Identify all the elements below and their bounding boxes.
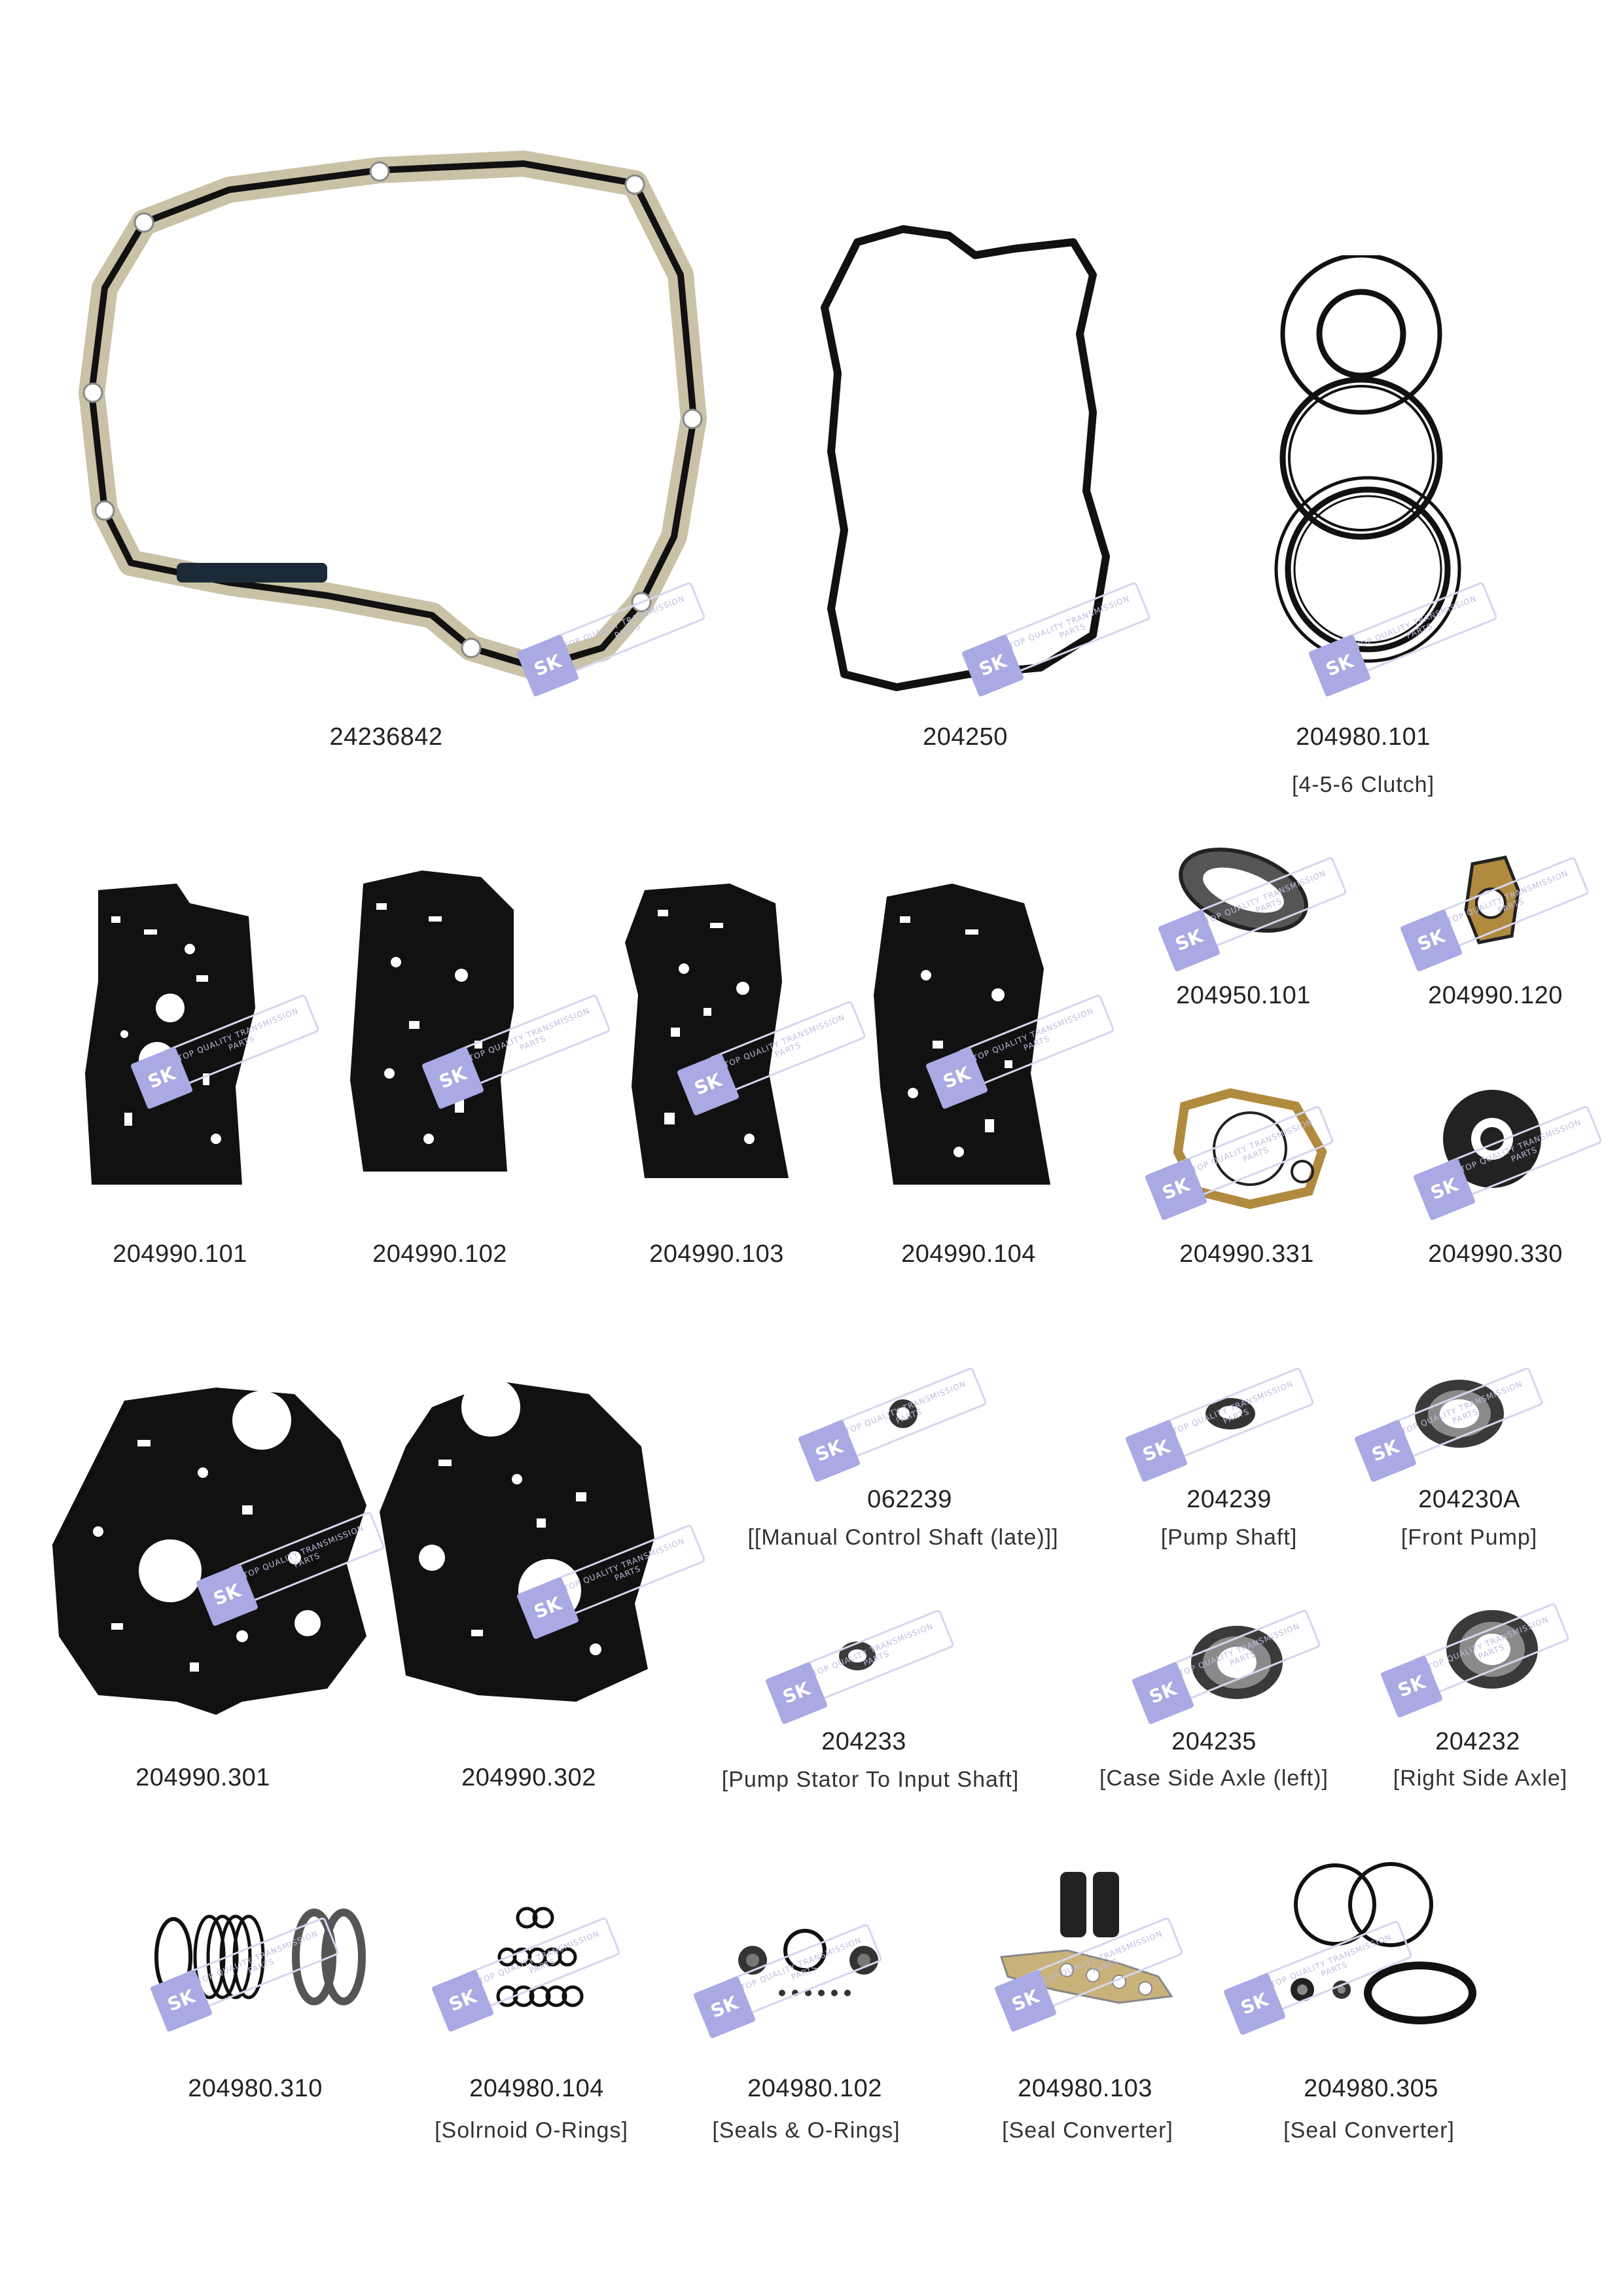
part-code: 062239 bbox=[867, 1486, 952, 1513]
part-code: 24236842 bbox=[329, 723, 443, 751]
axle-seal-image bbox=[1446, 1610, 1538, 1689]
part-code: 204990.330 bbox=[1428, 1240, 1563, 1268]
part-code: 204230A bbox=[1418, 1486, 1520, 1513]
part-code: 204990.104 bbox=[901, 1240, 1036, 1268]
part-code: 204980.310 bbox=[188, 2075, 323, 2102]
part-code: 204990.102 bbox=[372, 1240, 507, 1268]
part-code: 204250 bbox=[923, 723, 1008, 751]
seal-converter-image bbox=[1291, 1862, 1476, 2024]
part-description: [Front Pump] bbox=[1400, 1525, 1538, 1550]
separator-plate-image bbox=[350, 870, 514, 1172]
part-description: [Seals & O-Rings] bbox=[712, 2118, 901, 2143]
part-code: 204990.101 bbox=[113, 1240, 247, 1268]
valve-body-plate-image bbox=[52, 1388, 366, 1715]
clutch-rings-image bbox=[1274, 255, 1461, 663]
part-description: [Pump Shaft] bbox=[1160, 1525, 1298, 1550]
part-code: 204950.101 bbox=[1176, 982, 1311, 1009]
part-description: [Right Side Axle] bbox=[1393, 1766, 1568, 1791]
axle-seal-image bbox=[1191, 1626, 1283, 1699]
part-code: 204235 bbox=[1171, 1728, 1257, 1755]
part-code: 204980.102 bbox=[747, 2075, 882, 2102]
pump-plate-image bbox=[1443, 1090, 1541, 1188]
part-description: [Pump Stator To Input Shaft] bbox=[721, 1767, 1020, 1792]
small-seal-image bbox=[839, 1641, 876, 1670]
small-seal-image bbox=[1205, 1398, 1255, 1429]
part-description: [4-5-6 Clutch] bbox=[1291, 772, 1435, 797]
seal-converter-image bbox=[999, 1872, 1173, 2004]
cover-gasket-image bbox=[821, 225, 1110, 691]
part-code: 204980.103 bbox=[1018, 2075, 1152, 2102]
small-gasket-image bbox=[1464, 855, 1520, 944]
part-code: 204239 bbox=[1186, 1486, 1272, 1513]
oval-seal-image bbox=[1179, 848, 1308, 933]
o-rings-image bbox=[496, 1907, 584, 2007]
part-code: 204990.301 bbox=[135, 1764, 270, 1791]
part-code: 204990.331 bbox=[1179, 1240, 1314, 1268]
valve-body-plate-image bbox=[380, 1378, 654, 1702]
part-code: 204990.103 bbox=[649, 1240, 784, 1268]
part-code: 204233 bbox=[821, 1728, 906, 1755]
small-seal-image bbox=[889, 1399, 918, 1428]
sealing-rings-image bbox=[154, 1909, 366, 2005]
part-description: [Case Side Axle (left)] bbox=[1099, 1766, 1329, 1791]
part-description: [Seal Converter] bbox=[1002, 2118, 1173, 2143]
part-code: 204232 bbox=[1435, 1728, 1520, 1755]
part-code: 204980.104 bbox=[469, 2075, 604, 2102]
pump-seal-image bbox=[1415, 1380, 1504, 1448]
part-code: 204980.101 bbox=[1296, 723, 1431, 751]
part-description: [[Manual Control Shaft (late)]] bbox=[747, 1525, 1059, 1550]
part-code: 204990.302 bbox=[461, 1764, 596, 1791]
part-description: [Seal Converter] bbox=[1283, 2118, 1455, 2143]
part-code: 204980.305 bbox=[1304, 2075, 1438, 2102]
separator-plate-image bbox=[874, 884, 1050, 1185]
seals-o-rings-image bbox=[738, 1929, 878, 1996]
separator-plate-image bbox=[625, 884, 789, 1178]
part-description: [Solrnoid O-Rings] bbox=[435, 2118, 628, 2143]
part-code: 204990.120 bbox=[1428, 982, 1563, 1009]
